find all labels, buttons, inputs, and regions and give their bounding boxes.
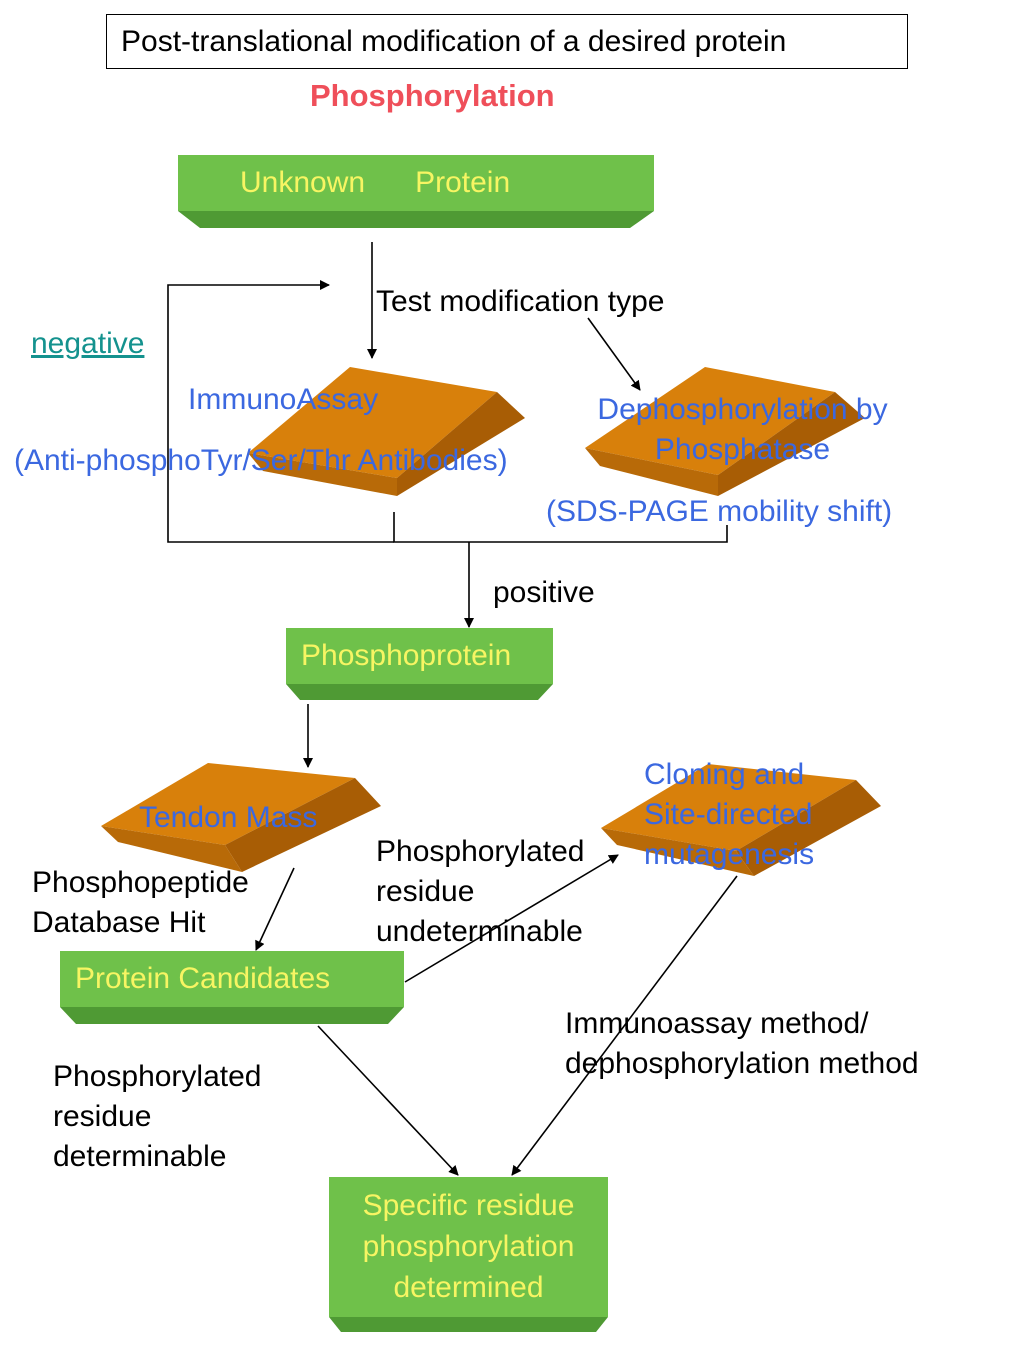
phosphoprotein-label: Phosphoprotein	[301, 639, 512, 672]
tendon-mass-label: Tendon Mass	[139, 801, 318, 834]
dephosphorylation-label: Dephosphorylation by Phosphatase	[560, 390, 925, 470]
method-label: Immunoassay method/ dephosphorylation me…	[565, 1004, 919, 1084]
database-hit-line-2: Database Hit	[32, 906, 206, 939]
specific-residue-line-2: phosphorylation	[362, 1230, 575, 1263]
dephosphorylation-line-1: Dephosphorylation by	[597, 393, 888, 426]
undeterminable-line-2: residue	[376, 875, 475, 908]
determinable-line-3: determinable	[53, 1140, 227, 1173]
test-modification-label: Test modification type	[376, 285, 665, 318]
method-line-1: Immunoassay method/	[565, 1007, 869, 1040]
specific-residue-line-3: determined	[393, 1271, 544, 1304]
page-title: Post-translational modification of a des…	[106, 14, 908, 69]
immunoassay-label: ImmunoAssay	[188, 383, 379, 416]
specific-residue-box	[329, 1177, 608, 1332]
protein-candidates-label: Protein Candidates	[75, 962, 331, 995]
unknown-protein-label: Unknown Protein	[240, 166, 511, 199]
positive-label: positive	[493, 576, 595, 609]
connectors	[167, 242, 738, 1176]
determinable-label: Phosphorylated residue determinable	[53, 1057, 261, 1177]
immunoassay-detail-label: (Anti-phosphoTyr/Ser/Thr Antibodies)	[14, 444, 508, 477]
database-hit-label: Phosphopeptide Database Hit	[32, 863, 249, 943]
dephosphorylation-slab	[585, 367, 865, 496]
dephosphorylation-detail-label: (SDS-PAGE mobility shift)	[546, 495, 893, 528]
tendon-mass-slab	[101, 763, 381, 872]
undeterminable-label: Phosphorylated residue undeterminable	[376, 832, 584, 952]
determinable-line-1: Phosphorylated	[53, 1060, 262, 1093]
cloning-line-1: Cloning and	[644, 758, 805, 791]
negative-label: negative	[31, 327, 145, 360]
database-hit-line-1: Phosphopeptide	[32, 866, 249, 899]
cloning-slab	[601, 764, 881, 876]
unknown-protein-box	[178, 155, 654, 228]
determinable-line-2: residue	[53, 1100, 152, 1133]
subtitle: Phosphorylation	[310, 78, 555, 113]
cloning-line-2: Site-directed	[644, 798, 813, 831]
phosphoprotein-box	[286, 628, 553, 700]
specific-residue-label: Specific residue phosphorylation determi…	[329, 1185, 608, 1308]
immunoassay-slab	[248, 367, 525, 496]
specific-residue-line-1: Specific residue	[362, 1189, 575, 1222]
undeterminable-line-1: Phosphorylated	[376, 835, 585, 868]
protein-candidates-box	[60, 951, 404, 1024]
cloning-label: Cloning and Site-directed mutagenesis	[644, 755, 814, 875]
method-line-2: dephosphorylation method	[565, 1047, 919, 1080]
dephosphorylation-line-2: Phosphatase	[654, 433, 831, 466]
undeterminable-line-3: undeterminable	[376, 915, 583, 948]
cloning-line-3: mutagenesis	[644, 838, 815, 871]
